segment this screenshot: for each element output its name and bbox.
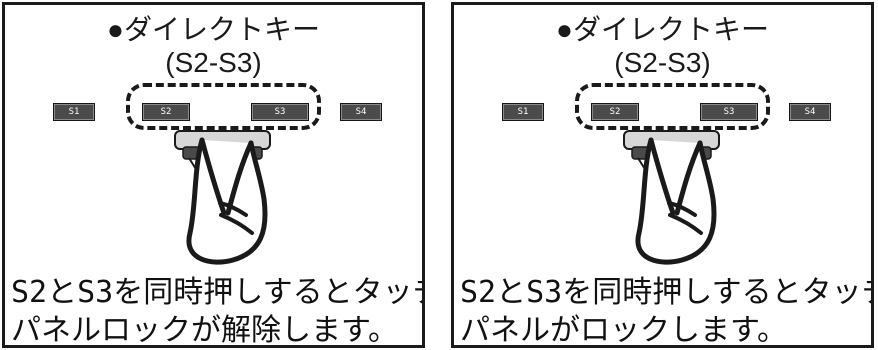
key-s1[interactable]: S1 [53, 103, 95, 121]
key-s4[interactable]: S4 [340, 103, 382, 121]
key-s1[interactable]: S1 [502, 103, 544, 121]
key-s2[interactable]: S2 [591, 103, 639, 121]
two-finger-press-icon [623, 130, 720, 265]
title-line-2: (S2-S3) [614, 47, 711, 78]
title-line-1: ●ダイレクトキー [556, 14, 769, 45]
two-finger-press-icon [174, 130, 271, 265]
key-s3[interactable]: S3 [251, 103, 309, 121]
caption-line-2: パネルがロックします。 [460, 313, 787, 348]
caption-line-1: S2とS3を同時押しするとタッチ [11, 275, 425, 310]
panel-lock: ●ダイレクトキー (S2-S3) S1 S2 S3 S4 S2とS3を同時押しす… [451, 2, 874, 348]
title-line-1: ●ダイレクトキー [107, 14, 320, 45]
caption-line-1: S2とS3を同時押しするとタッチ [460, 275, 874, 310]
title-line-2: (S2-S3) [165, 47, 262, 78]
key-s4[interactable]: S4 [789, 103, 831, 121]
panel-unlock: ●ダイレクトキー (S2-S3) S1 S2 S3 S4 S2とS3を同時押しす… [2, 2, 425, 348]
caption-line-2: パネルロックが解除します。 [11, 313, 398, 348]
key-s2[interactable]: S2 [142, 103, 190, 121]
key-s3[interactable]: S3 [700, 103, 758, 121]
